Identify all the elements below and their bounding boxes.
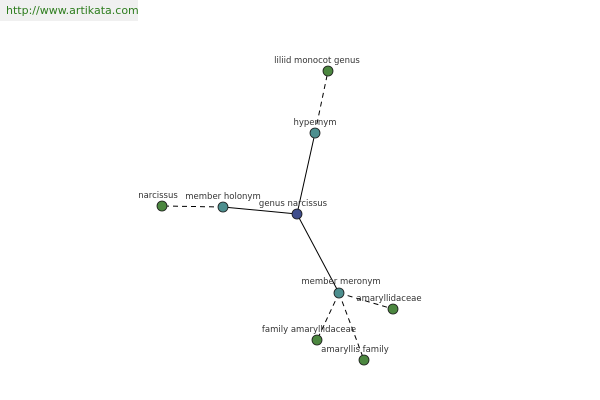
node-label-member-meronym: member meronym (301, 277, 380, 287)
node-genus-narcissus[interactable] (291, 208, 303, 220)
edge-member-holonym-to-narcissus (161, 205, 224, 208)
source-link[interactable]: http://www.artikata.com (6, 4, 139, 17)
labels-layer: genus narcissus hypernym liliid monocot ge… (138, 56, 421, 355)
source-banner: http://www.artikata.com (0, 0, 139, 21)
node-amaryllidaceae[interactable] (387, 303, 399, 315)
nodes-layer (156, 65, 399, 366)
node-label-genus-narcissus: genus narcissus (259, 199, 328, 209)
node-label-hypernym: hypernym (293, 118, 336, 128)
node-label-member-holonym: member holonym (185, 192, 260, 202)
node-label-amaryllidaceae: amaryllidaceae (356, 294, 421, 304)
node-amaryllis-family[interactable] (358, 354, 370, 366)
edge-genus-narcissus-to-member-holonym (222, 206, 298, 215)
node-narcissus[interactable] (156, 200, 168, 212)
edge-member-meronym-to-amaryllis-family (338, 292, 365, 361)
edge-hypernym-to-liliid-monocot-genus (314, 70, 329, 134)
node-family-amaryllidaceae[interactable] (311, 334, 323, 346)
node-member-holonym[interactable] (217, 201, 229, 213)
edges-layer (161, 70, 394, 361)
edge-genus-narcissus-to-member-meronym (296, 213, 340, 294)
node-label-family-amaryllidaceae: family amaryllidaceae (262, 325, 356, 335)
edge-member-meronym-to-amaryllidaceae (338, 292, 394, 310)
node-hypernym[interactable] (309, 127, 321, 139)
edge-genus-narcissus-to-hypernym (296, 132, 316, 215)
node-label-liliid-monocot-genus: liliid monocot genus (274, 56, 360, 66)
node-liliid-monocot-genus[interactable] (322, 65, 334, 77)
node-member-meronym[interactable] (333, 287, 345, 299)
node-label-narcissus: narcissus (138, 191, 178, 201)
node-label-amaryllis-family: amaryllis family (321, 345, 389, 355)
